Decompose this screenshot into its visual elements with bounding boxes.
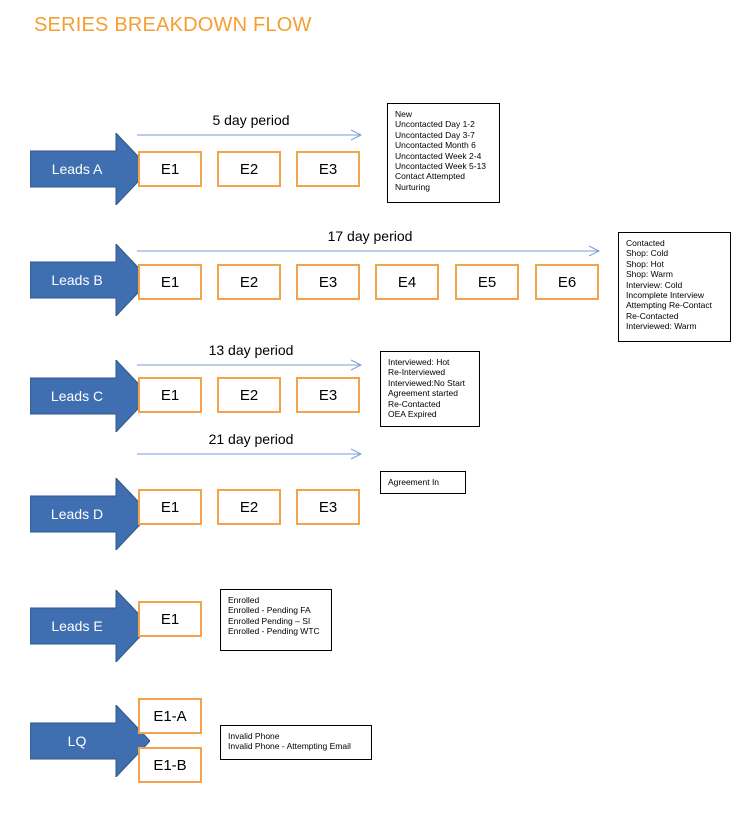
- status-item: Enrolled Pending – SI: [228, 615, 311, 626]
- status-item: Uncontacted Week 2-4: [395, 150, 482, 161]
- status-item: Invalid Phone - Attempting Email: [228, 741, 351, 752]
- period-timeline: 5 day period: [137, 112, 365, 148]
- email-box: E3: [296, 151, 360, 187]
- status-item: Nurturing: [395, 181, 430, 192]
- lead-label: Leads C: [50, 388, 104, 404]
- email-box: E3: [296, 264, 360, 300]
- period-timeline: 17 day period: [137, 228, 603, 264]
- lead-label: Leads A: [51, 161, 103, 177]
- lead-arrow: Leads E: [30, 590, 150, 662]
- status-item: Re-Contacted: [626, 310, 679, 321]
- status-item: Attempting Re-Contact: [626, 300, 712, 311]
- period-timeline: 13 day period: [137, 342, 365, 378]
- email-box: E1: [138, 489, 202, 525]
- status-item: Uncontacted Day 1-2: [395, 119, 475, 130]
- period-label: 5 day period: [212, 112, 290, 128]
- lead-label: Leads D: [50, 506, 104, 522]
- status-item: Uncontacted Month 6: [395, 140, 476, 151]
- status-list: Agreement In: [380, 471, 466, 494]
- status-item: Invalid Phone: [228, 731, 280, 741]
- email-box: E2: [217, 489, 281, 525]
- lead-arrow: Leads C: [30, 360, 150, 432]
- lead-label: LQ: [67, 733, 87, 749]
- block-arrow-icon: [30, 244, 150, 316]
- status-item: Re-Interviewed: [388, 367, 446, 378]
- block-arrow-icon: [30, 478, 150, 550]
- status-item: Interviewed:No Start: [388, 377, 466, 388]
- status-item: Shop: Hot: [626, 258, 664, 269]
- email-box: E1-A: [138, 698, 202, 734]
- email-box: E1: [138, 151, 202, 187]
- lead-label: Leads E: [51, 618, 103, 634]
- block-arrow-icon: [30, 590, 150, 662]
- status-item: Enrolled - Pending WTC: [228, 626, 320, 637]
- lead-arrow: Leads B: [30, 244, 150, 316]
- timeline-arrow-icon: [137, 448, 363, 460]
- lead-arrow: Leads D: [30, 478, 150, 550]
- email-box: E4: [375, 264, 439, 300]
- block-arrow-icon: [30, 705, 150, 777]
- lead-label: Leads B: [51, 272, 103, 288]
- status-list: New Uncontacted Day 1-2 Uncontacted Day …: [387, 103, 500, 203]
- email-box: E3: [296, 489, 360, 525]
- page-title: SERIES BREAKDOWN FLOW: [34, 14, 312, 36]
- status-item: Interviewed: Warm: [626, 321, 697, 332]
- email-box: E6: [535, 264, 599, 300]
- status-item: Uncontacted Week 5-13: [395, 161, 487, 172]
- period-label: 21 day period: [208, 431, 294, 447]
- status-item: Re-Contacted: [388, 398, 441, 409]
- email-box: E1: [138, 601, 202, 637]
- email-box: E5: [455, 264, 519, 300]
- status-item: Agreement In: [388, 477, 440, 487]
- email-box: E3: [296, 377, 360, 413]
- period-label: 13 day period: [208, 342, 294, 358]
- block-arrow-icon: [30, 360, 150, 432]
- status-item: Interviewed: Hot: [388, 357, 450, 367]
- email-box: E2: [217, 151, 281, 187]
- status-item: Contacted: [626, 238, 665, 248]
- status-item: Shop: Cold: [626, 248, 669, 259]
- status-item: Contact Attempted: [395, 171, 465, 182]
- status-item: Interview: Cold: [626, 279, 683, 290]
- status-list: Enrolled Enrolled - Pending FA Enrolled …: [220, 589, 332, 651]
- period-timeline: 21 day period: [137, 431, 365, 467]
- timeline-arrow-icon: [137, 129, 363, 141]
- lead-arrow: LQ: [30, 705, 150, 777]
- lead-arrow: Leads A: [30, 133, 150, 205]
- status-item: New: [395, 109, 413, 119]
- timeline-arrow-icon: [137, 359, 363, 371]
- period-label: 17 day period: [327, 228, 413, 244]
- status-list: Invalid Phone Invalid Phone - Attempting…: [220, 725, 372, 760]
- status-list: Contacted Shop: Cold Shop: Hot Shop: War…: [618, 232, 731, 342]
- email-box: E1: [138, 264, 202, 300]
- status-list: Interviewed: Hot Re-Interviewed Intervie…: [380, 351, 480, 427]
- email-box: E1-B: [138, 747, 202, 783]
- status-item: Incomplete Interview: [626, 290, 704, 301]
- email-box: E2: [217, 377, 281, 413]
- status-item: Enrolled - Pending FA: [228, 605, 311, 616]
- email-box: E1: [138, 377, 202, 413]
- status-item: Uncontacted Day 3-7: [395, 129, 475, 140]
- status-item: Shop: Warm: [626, 269, 673, 280]
- status-item: Agreement started: [388, 388, 458, 399]
- timeline-arrow-icon: [137, 245, 601, 257]
- block-arrow-icon: [30, 133, 150, 205]
- email-box: E2: [217, 264, 281, 300]
- status-item: Enrolled: [228, 595, 260, 605]
- status-item: OEA Expired: [388, 409, 437, 420]
